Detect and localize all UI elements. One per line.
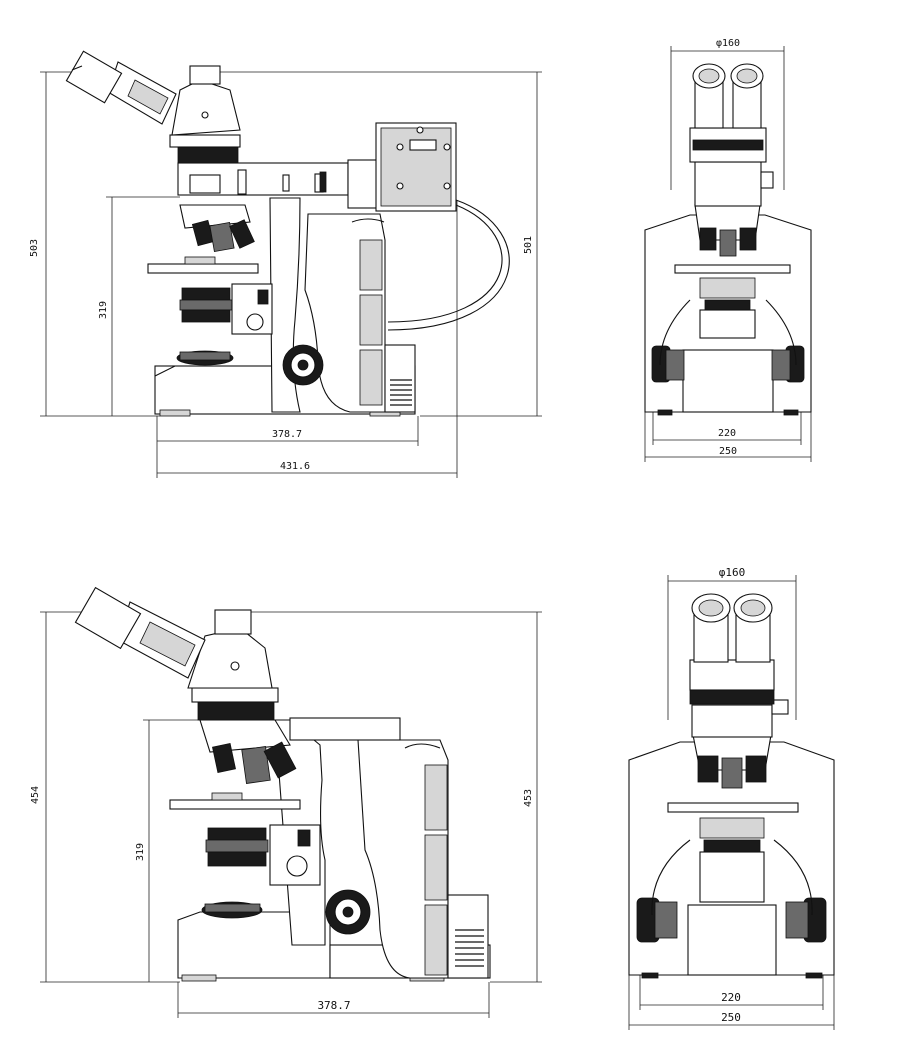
label-319-top: 319 (98, 301, 109, 319)
label-378-7-top: 378.7 (272, 429, 302, 440)
label-220-bottom: 220 (721, 991, 741, 1004)
microscope-front-top (644, 63, 812, 416)
label-378-7-bottom: 378.7 (317, 999, 350, 1012)
bottom-front-view: φ160 220 250 (628, 566, 835, 1030)
microscope-front-bottom (628, 593, 835, 979)
label-431-6: 431.6 (280, 461, 310, 472)
microscope-side-top (65, 50, 510, 417)
label-220-top: 220 (718, 428, 736, 439)
dim-stage-height-top: 319 (98, 196, 180, 416)
dim-total-length-top: 431.6 (157, 200, 458, 478)
bottom-side-view: 454 319 453 378.7 (30, 586, 542, 1018)
dim-eyepiece-bottom: φ160 (667, 566, 797, 720)
label-453: 453 (523, 789, 534, 807)
dim-overall-height-bottom: 454 (30, 611, 180, 983)
dim-overall-height-top: 503 (29, 71, 160, 417)
dim-right-height-top: 501 (190, 71, 542, 417)
label-phi160-bottom: φ160 (719, 566, 746, 579)
label-319-bottom: 319 (135, 843, 146, 861)
label-phi160-top: φ160 (716, 38, 740, 49)
top-front-view: φ160 220 250 (644, 38, 812, 462)
label-501: 501 (523, 236, 534, 254)
label-454: 454 (30, 786, 41, 804)
dim-eyepiece-top: φ160 (670, 38, 785, 190)
label-250-bottom: 250 (721, 1011, 741, 1024)
dim-base-depth-top: 378.7 (156, 416, 419, 478)
microscope-side-bottom (74, 586, 491, 982)
top-side-view: 503 319 501 378.7 431.6 (29, 50, 542, 478)
label-503: 503 (29, 239, 40, 257)
label-250-top: 250 (719, 446, 737, 457)
dim-stage-height-bottom: 319 (135, 719, 200, 982)
dim-right-height-bottom: 453 (240, 611, 542, 983)
dim-base-depth-bottom: 378.7 (177, 982, 490, 1018)
